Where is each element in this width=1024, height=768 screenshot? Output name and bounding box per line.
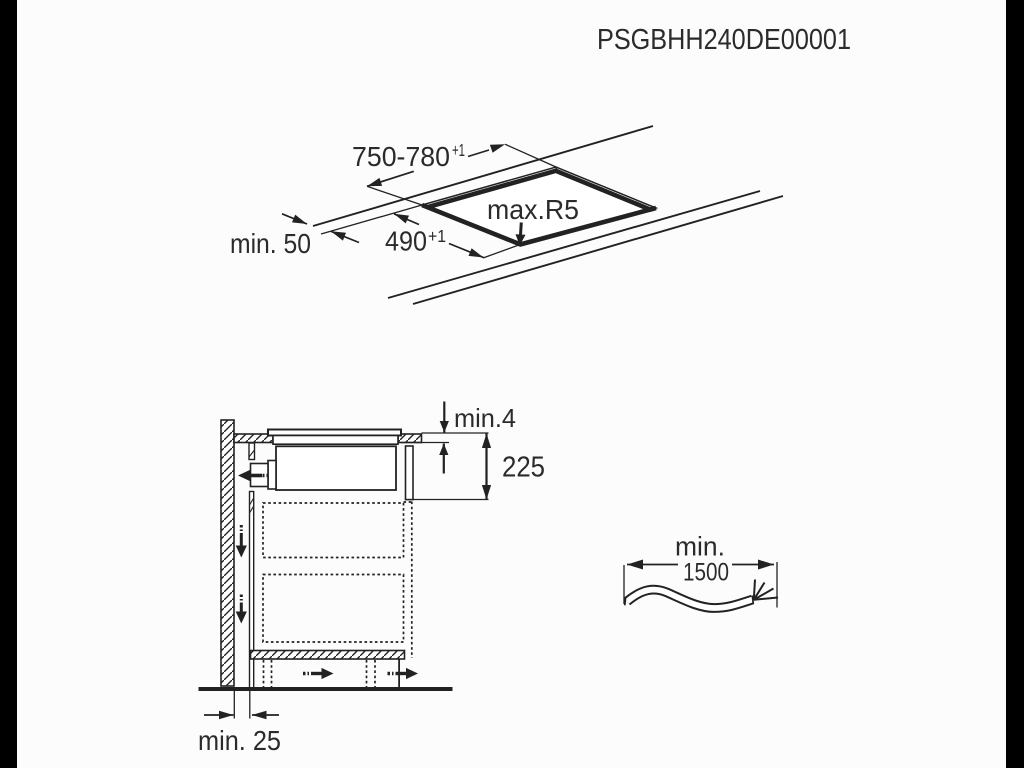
pillarbox-right — [1006, 0, 1024, 768]
cutout-width-arrow-left-head — [367, 177, 383, 187]
hob-body — [275, 445, 397, 491]
worktop-underside-arrow — [439, 443, 449, 474]
extension-line-cutout-left — [366, 185, 423, 206]
min-wall-arrow-left-head — [219, 710, 234, 720]
min-wall-arrow-right-head — [252, 710, 267, 720]
installation-depth-arrow-head-top — [481, 433, 492, 448]
min-edge-arrow-upper — [281, 213, 308, 225]
cutout-depth-arrow-upper-head — [394, 213, 409, 224]
cabinet-side-rail — [404, 445, 414, 501]
cable-min-length-label: 1500 — [683, 559, 729, 587]
cable-length-arrow-right — [732, 559, 774, 570]
cabinet-drawer-dashed-upper — [262, 502, 405, 559]
airflow-down-head — [235, 611, 247, 624]
corner-radius-arrow-head — [515, 234, 526, 246]
cabinet-bottom — [249, 649, 406, 660]
cable-length-arrow-right-head — [758, 559, 774, 570]
cutout-width-arrow-left — [366, 170, 415, 188]
cable-end-cap-left — [623, 597, 627, 606]
airflow-arrow-duct-head — [238, 469, 250, 482]
power-cable-core — [625, 586, 754, 611]
max-corner-radius-label: max.R5 — [487, 194, 579, 225]
installation-depth-arrow-head-bottom — [481, 485, 492, 500]
min-edge-arrow-lower-head — [331, 231, 346, 241]
pillarbox-left — [0, 0, 17, 768]
drawing-code-label: PSGBHH240DE00001 — [597, 24, 851, 56]
cutout-depth-arrow-lower — [448, 242, 484, 259]
airflow-arrow-down-1 — [235, 525, 247, 558]
min-wall-arrow-left — [204, 710, 234, 720]
cable-wire-3 — [753, 587, 774, 601]
airflow-arrow-down-2 — [235, 594, 247, 624]
cabinet-section-view: min.4 225 min. 25 — [198, 401, 545, 756]
airflow-down-head — [235, 545, 247, 558]
cable-wire-4 — [753, 596, 779, 601]
airflow-arrow-plinth-1 — [303, 667, 334, 680]
airflow-plinth-head — [321, 667, 334, 680]
min-top-clearance-label: min.4 — [454, 403, 516, 433]
hob-flange — [272, 434, 399, 445]
worktop-isometric-view: 750-780 +1 min. 50 490 +1 max.R5 — [230, 125, 784, 305]
cutout-depth-arrow-lower-head — [468, 248, 484, 258]
cutout-width-arrow-right-head — [489, 144, 505, 153]
panel-tick-1 — [248, 449, 255, 458]
worktop-underside-arrow-head — [439, 443, 449, 455]
min-top-clearance-arrow-head — [439, 421, 449, 433]
min-top-clearance-arrow — [439, 401, 449, 433]
airflow-arrow-plinth-2 — [387, 667, 418, 680]
airflow-plinth-head — [406, 667, 418, 680]
cable-length-arrow-left — [627, 559, 678, 570]
hob-duct-collar — [267, 459, 277, 490]
wall-section — [220, 419, 235, 687]
cutout-depth-label: 490 — [385, 226, 427, 257]
airflow-arrow-duct — [238, 469, 270, 482]
installation-depth-label: 225 — [502, 452, 545, 484]
cable-length-arrow-left-head — [627, 559, 643, 570]
cutout-width-arrow-right — [489, 144, 505, 153]
worktop-rear-edge — [312, 125, 654, 227]
min-wall-arrow-right — [252, 710, 279, 720]
cabinet-back-panel-top — [248, 442, 256, 461]
cutout-width-dimline-right — [467, 149, 490, 158]
cable-wire-1 — [752, 579, 756, 600]
extension-line-cutout-rear — [320, 204, 423, 235]
min-edge-arrow-upper-head — [292, 214, 307, 224]
worktop-front-edge-bottom — [412, 195, 784, 305]
extension-line-cutout-bottom — [482, 243, 521, 259]
installation-depth-arrow — [481, 433, 492, 500]
cable-wire-2 — [752, 581, 766, 601]
cutout-depth-arrow-upper — [393, 213, 420, 226]
cutout-depth-tolerance: +1 — [428, 226, 446, 246]
corner-radius-arrow — [515, 222, 526, 246]
cutout-width-label: 750-780 — [352, 141, 450, 172]
power-cable-view: min. 1500 — [623, 532, 779, 613]
worktop-front-edge-top — [387, 190, 761, 299]
cutout-width-tolerance: +1 — [452, 140, 465, 160]
min-edge-distance-label: min. 50 — [230, 228, 311, 259]
extension-line-cutout-top — [504, 143, 557, 168]
panel-tick-2 — [249, 497, 255, 506]
cable-end-cap-right — [751, 595, 755, 604]
cabinet-drawer-dashed-lower — [262, 573, 405, 643]
panel-tick-3 — [249, 505, 255, 514]
cable-min-label: min. — [675, 532, 725, 562]
min-edge-arrow-lower — [330, 230, 360, 244]
min-wall-clearance-label: min. 25 — [198, 725, 281, 756]
hob-top-plate — [267, 428, 402, 437]
